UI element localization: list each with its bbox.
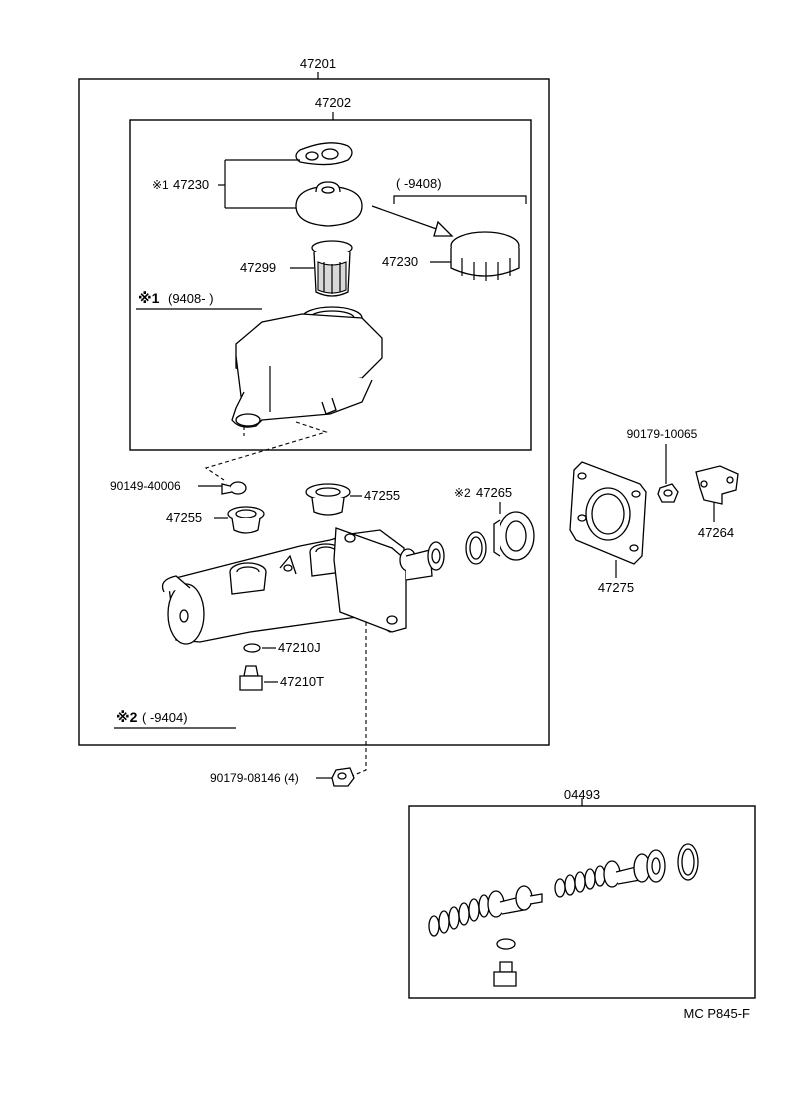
label-bleeder: 47210T — [280, 674, 324, 689]
label-gasket-washer: 47210J — [278, 640, 321, 655]
label-bracket: 47264 — [698, 525, 734, 540]
grommet-right — [305, 483, 351, 516]
reservoir-strainer — [311, 240, 353, 297]
label-note1-range: (9408- ) — [168, 291, 214, 306]
mounting-gasket — [569, 461, 647, 565]
plug — [221, 481, 247, 495]
grommet-left — [227, 506, 265, 534]
label-cup-seal: 47265 — [476, 485, 512, 500]
assembly-box — [78, 78, 550, 746]
label-note2-range: ( -9404) — [142, 710, 188, 725]
label-cap-range: ( -9408) — [396, 176, 442, 191]
kit-box — [408, 805, 756, 999]
label-assembly: 47201 — [300, 56, 336, 71]
reservoir-box — [129, 119, 532, 451]
footer-code: MC P845-F — [684, 1006, 751, 1021]
label-grommet-b: 47255 — [364, 488, 400, 503]
gasket-washer — [243, 643, 261, 653]
label-reservoir-sub: 47202 — [315, 95, 351, 110]
reservoir-tank — [231, 306, 383, 428]
reservoir-seal-gasket — [295, 142, 353, 166]
note2-mark-small: ※2 — [454, 486, 471, 500]
note1-mark: ※1 — [138, 290, 160, 306]
bleeder-plug — [239, 665, 263, 691]
label-strainer: 47299 — [240, 260, 276, 275]
kit-bleeder — [493, 961, 517, 987]
kit-primary-piston — [428, 885, 543, 937]
mount-nut — [331, 767, 355, 787]
label-grommet-a: 47255 — [166, 510, 202, 525]
label-bracket-nut: 90179-10065 — [627, 427, 698, 441]
note1-mark-small: ※1 — [152, 178, 169, 192]
reservoir-seal-cap — [295, 181, 363, 227]
note2-mark: ※2 — [116, 709, 138, 725]
master-cylinder-body — [161, 527, 445, 645]
snap-ring — [465, 531, 487, 565]
cup-seal — [493, 511, 535, 561]
label-kit: 04493 — [564, 787, 600, 802]
kit-snap-ring — [677, 843, 699, 881]
kit-secondary-piston — [554, 849, 666, 898]
label-gasket: 47275 — [598, 580, 634, 595]
label-reservoir-seal: 47230 — [173, 177, 209, 192]
kit-washer — [496, 938, 516, 950]
bracket-nut — [657, 483, 679, 503]
reservoir-cap — [450, 231, 520, 281]
label-plug: 90149-40006 — [110, 479, 181, 493]
label-cap: 47230 — [382, 254, 418, 269]
bracket — [695, 465, 739, 505]
label-mount-nut: 90179-08146 (4) — [210, 771, 299, 785]
